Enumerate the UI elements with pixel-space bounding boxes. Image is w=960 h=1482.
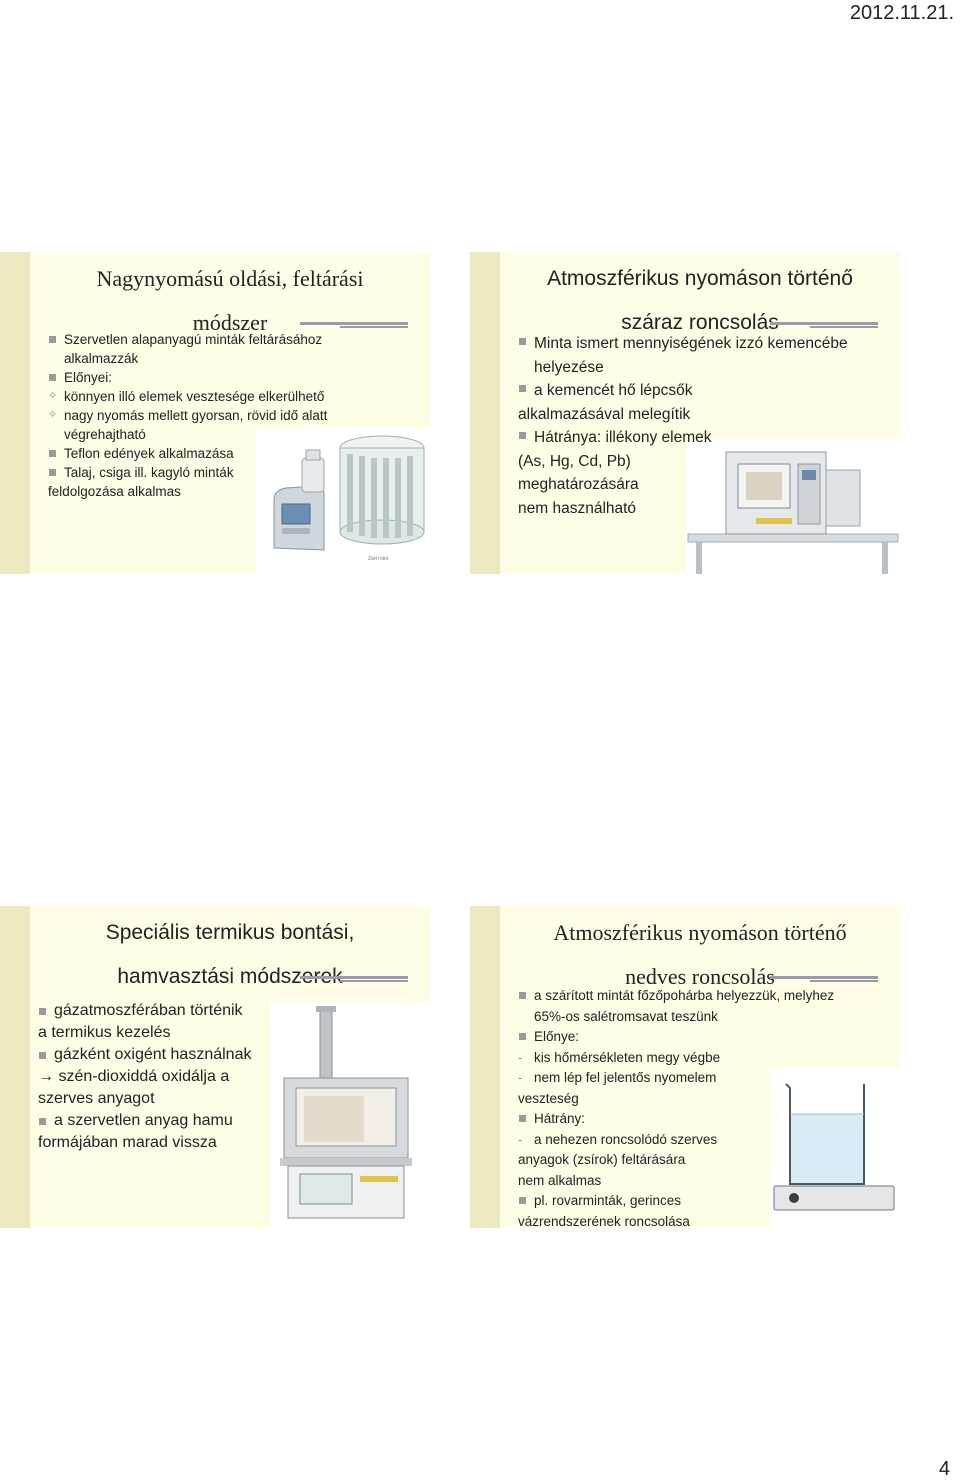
- list-item: gázként oxigént használnak: [38, 1044, 268, 1066]
- slide-title-line1: Atmoszférikus nyomáson történő: [553, 920, 847, 945]
- slide-title-line1: Atmoszférikus nyomáson történő: [547, 267, 853, 290]
- list-item: a kemencét hő lépcsők: [518, 379, 738, 403]
- list-item: meghatározására: [518, 476, 639, 493]
- list-item: Hátrány:: [518, 1109, 878, 1130]
- square-bullet-icon: [39, 1118, 46, 1125]
- pressure-rotor-image: Zárt rotor: [256, 428, 430, 574]
- slide-body: gázatmoszférában történik a termikus kez…: [38, 1000, 268, 1154]
- list-item: Szervetlen alapanyagú minták feltárásáho…: [48, 330, 348, 349]
- list-item: a szárított mintát főzőpohárba helyezzük…: [518, 986, 878, 1007]
- slide-title: Atmoszférikus nyomáson történő száraz ro…: [500, 252, 900, 334]
- square-bullet-icon: [519, 385, 526, 392]
- muffle-furnace-image: [686, 440, 900, 574]
- dash-bullet-icon: -: [518, 1049, 523, 1065]
- list-item: Teflon edények alkalmazása: [48, 444, 348, 463]
- image-caption: Zárt rotor: [368, 556, 389, 562]
- square-bullet-icon: [49, 336, 56, 343]
- slide-title-line1: Nagynyomású oldási, feltárási: [96, 266, 364, 291]
- list-item: nem használható: [518, 499, 637, 517]
- list-item: -a nehezen roncsolódó szerves: [518, 1130, 878, 1151]
- list-item: Hátránya: illékony elemek: [518, 426, 738, 450]
- title-rule: [810, 980, 878, 982]
- title-rule: [810, 326, 878, 328]
- square-bullet-icon: [39, 1052, 46, 1059]
- square-bullet-icon: [519, 432, 526, 439]
- list-item: vázrendszerének roncsolása: [518, 1213, 690, 1229]
- list-item: a termikus kezelés: [38, 1024, 171, 1041]
- list-item: 65%-os salétromsavat teszünk: [534, 1008, 718, 1024]
- page-number: 4: [938, 1458, 950, 1480]
- title-rule: [300, 976, 408, 979]
- list-item: szerves anyagot: [38, 1090, 155, 1107]
- list-item: veszteség: [518, 1090, 579, 1106]
- list-item: alkalmazzák: [64, 351, 139, 366]
- title-rule: [340, 326, 408, 328]
- square-bullet-icon: [519, 338, 526, 345]
- list-item: feldolgozása alkalmas: [48, 484, 181, 499]
- slide-side-bar: [0, 252, 30, 574]
- list-item: Talaj, csiga ill. kagyló minták: [48, 463, 348, 482]
- slide-pressure-digestion: Nagynyomású oldási, feltárási módszer Zá…: [0, 252, 430, 574]
- slide-dry-ashing: Atmoszférikus nyomáson történő száraz ro…: [470, 252, 900, 574]
- title-rule: [770, 976, 878, 979]
- list-item: -kis hőmérsékleten megy végbe: [518, 1048, 878, 1069]
- list-item: Minta ismert mennyiségének izzó kemencéb…: [518, 332, 848, 356]
- list-item: helyezése: [534, 358, 604, 376]
- slide-title: Atmoszférikus nyomáson történő nedves ro…: [500, 906, 900, 989]
- list-item: → szén-dioxiddá oxidálja a: [38, 1068, 230, 1085]
- slide-thermal-decomposition: Speciális termikus bontási, hamvasztási …: [0, 906, 430, 1228]
- slide-wet-digestion: Atmoszférikus nyomáson történő nedves ro…: [470, 906, 900, 1228]
- square-bullet-icon: [49, 469, 56, 476]
- beaker-on-hotplate-illustration: [770, 1068, 900, 1228]
- list-item: (As, Hg, Cd, Pb): [518, 452, 631, 470]
- slide-body: Szervetlen alapanyagú minták feltárásáho…: [48, 330, 348, 501]
- square-bullet-icon: [519, 1197, 526, 1204]
- list-item: Előnyei:: [48, 368, 348, 387]
- square-bullet-icon: [519, 1033, 526, 1040]
- square-bullet-icon: [519, 992, 526, 999]
- slide-title-line2: módszer: [192, 310, 268, 335]
- slide-title-line1: Speciális termikus bontási,: [105, 921, 355, 944]
- square-bullet-icon: [49, 450, 56, 457]
- slide-side-bar: [470, 906, 500, 1228]
- title-rule: [340, 980, 408, 982]
- list-item: ✧nagy nyomás mellett gyorsan, rövid idő …: [48, 408, 328, 423]
- dash-bullet-icon: -: [518, 1131, 523, 1147]
- list-item: gázatmoszférában történik: [38, 1000, 268, 1022]
- diamond-bullet-icon: ✧: [48, 390, 58, 402]
- beaker-hotplate-image: [770, 1068, 900, 1228]
- furnace-on-table-illustration: [686, 440, 900, 574]
- list-item: a szervetlen anyag hamu: [38, 1110, 268, 1132]
- ashing-furnace-image: [270, 1002, 430, 1228]
- list-item: nem alkalmas: [518, 1172, 602, 1188]
- slide-body: a szárított mintát főzőpohárba helyezzük…: [518, 986, 878, 1228]
- pressure-device-illustration: Zárt rotor: [256, 428, 430, 574]
- list-item: -nem lép fel jelentős nyomelem: [518, 1068, 878, 1089]
- list-item: pl. rovarminták, gerinces: [518, 1191, 878, 1212]
- list-item: alkalmazásával melegítik: [518, 405, 691, 423]
- list-item: formájában marad vissza: [38, 1134, 217, 1151]
- dash-bullet-icon: -: [518, 1070, 523, 1085]
- title-rule: [300, 322, 408, 325]
- ashing-furnace-illustration: [270, 1002, 430, 1228]
- diamond-bullet-icon: ✧: [48, 409, 58, 421]
- document-date: 2012.11.21.: [849, 2, 954, 24]
- slide-title-line2: hamvasztási módszerek: [117, 965, 343, 988]
- slide-title: Speciális termikus bontási, hamvasztási …: [30, 906, 430, 988]
- slide-title: Nagynyomású oldási, feltárási módszer: [30, 252, 430, 335]
- list-item: anyagok (zsírok) feltárására: [518, 1152, 686, 1167]
- title-rule: [770, 322, 878, 325]
- square-bullet-icon: [49, 374, 56, 381]
- slide-side-bar: [470, 252, 500, 574]
- list-item: Előnye:: [518, 1027, 878, 1048]
- slide-title-line2: száraz roncsolás: [621, 311, 779, 334]
- slide-side-bar: [0, 906, 30, 1228]
- list-item: végrehajtható: [64, 427, 146, 442]
- list-item: ✧könnyen illó elemek vesztesége elkerülh…: [48, 389, 325, 404]
- slide-body: Minta ismert mennyiségének izzó kemencéb…: [518, 332, 848, 520]
- square-bullet-icon: [519, 1115, 526, 1122]
- slide-title-line2: nedves roncsolás: [625, 964, 775, 989]
- square-bullet-icon: [39, 1008, 46, 1015]
